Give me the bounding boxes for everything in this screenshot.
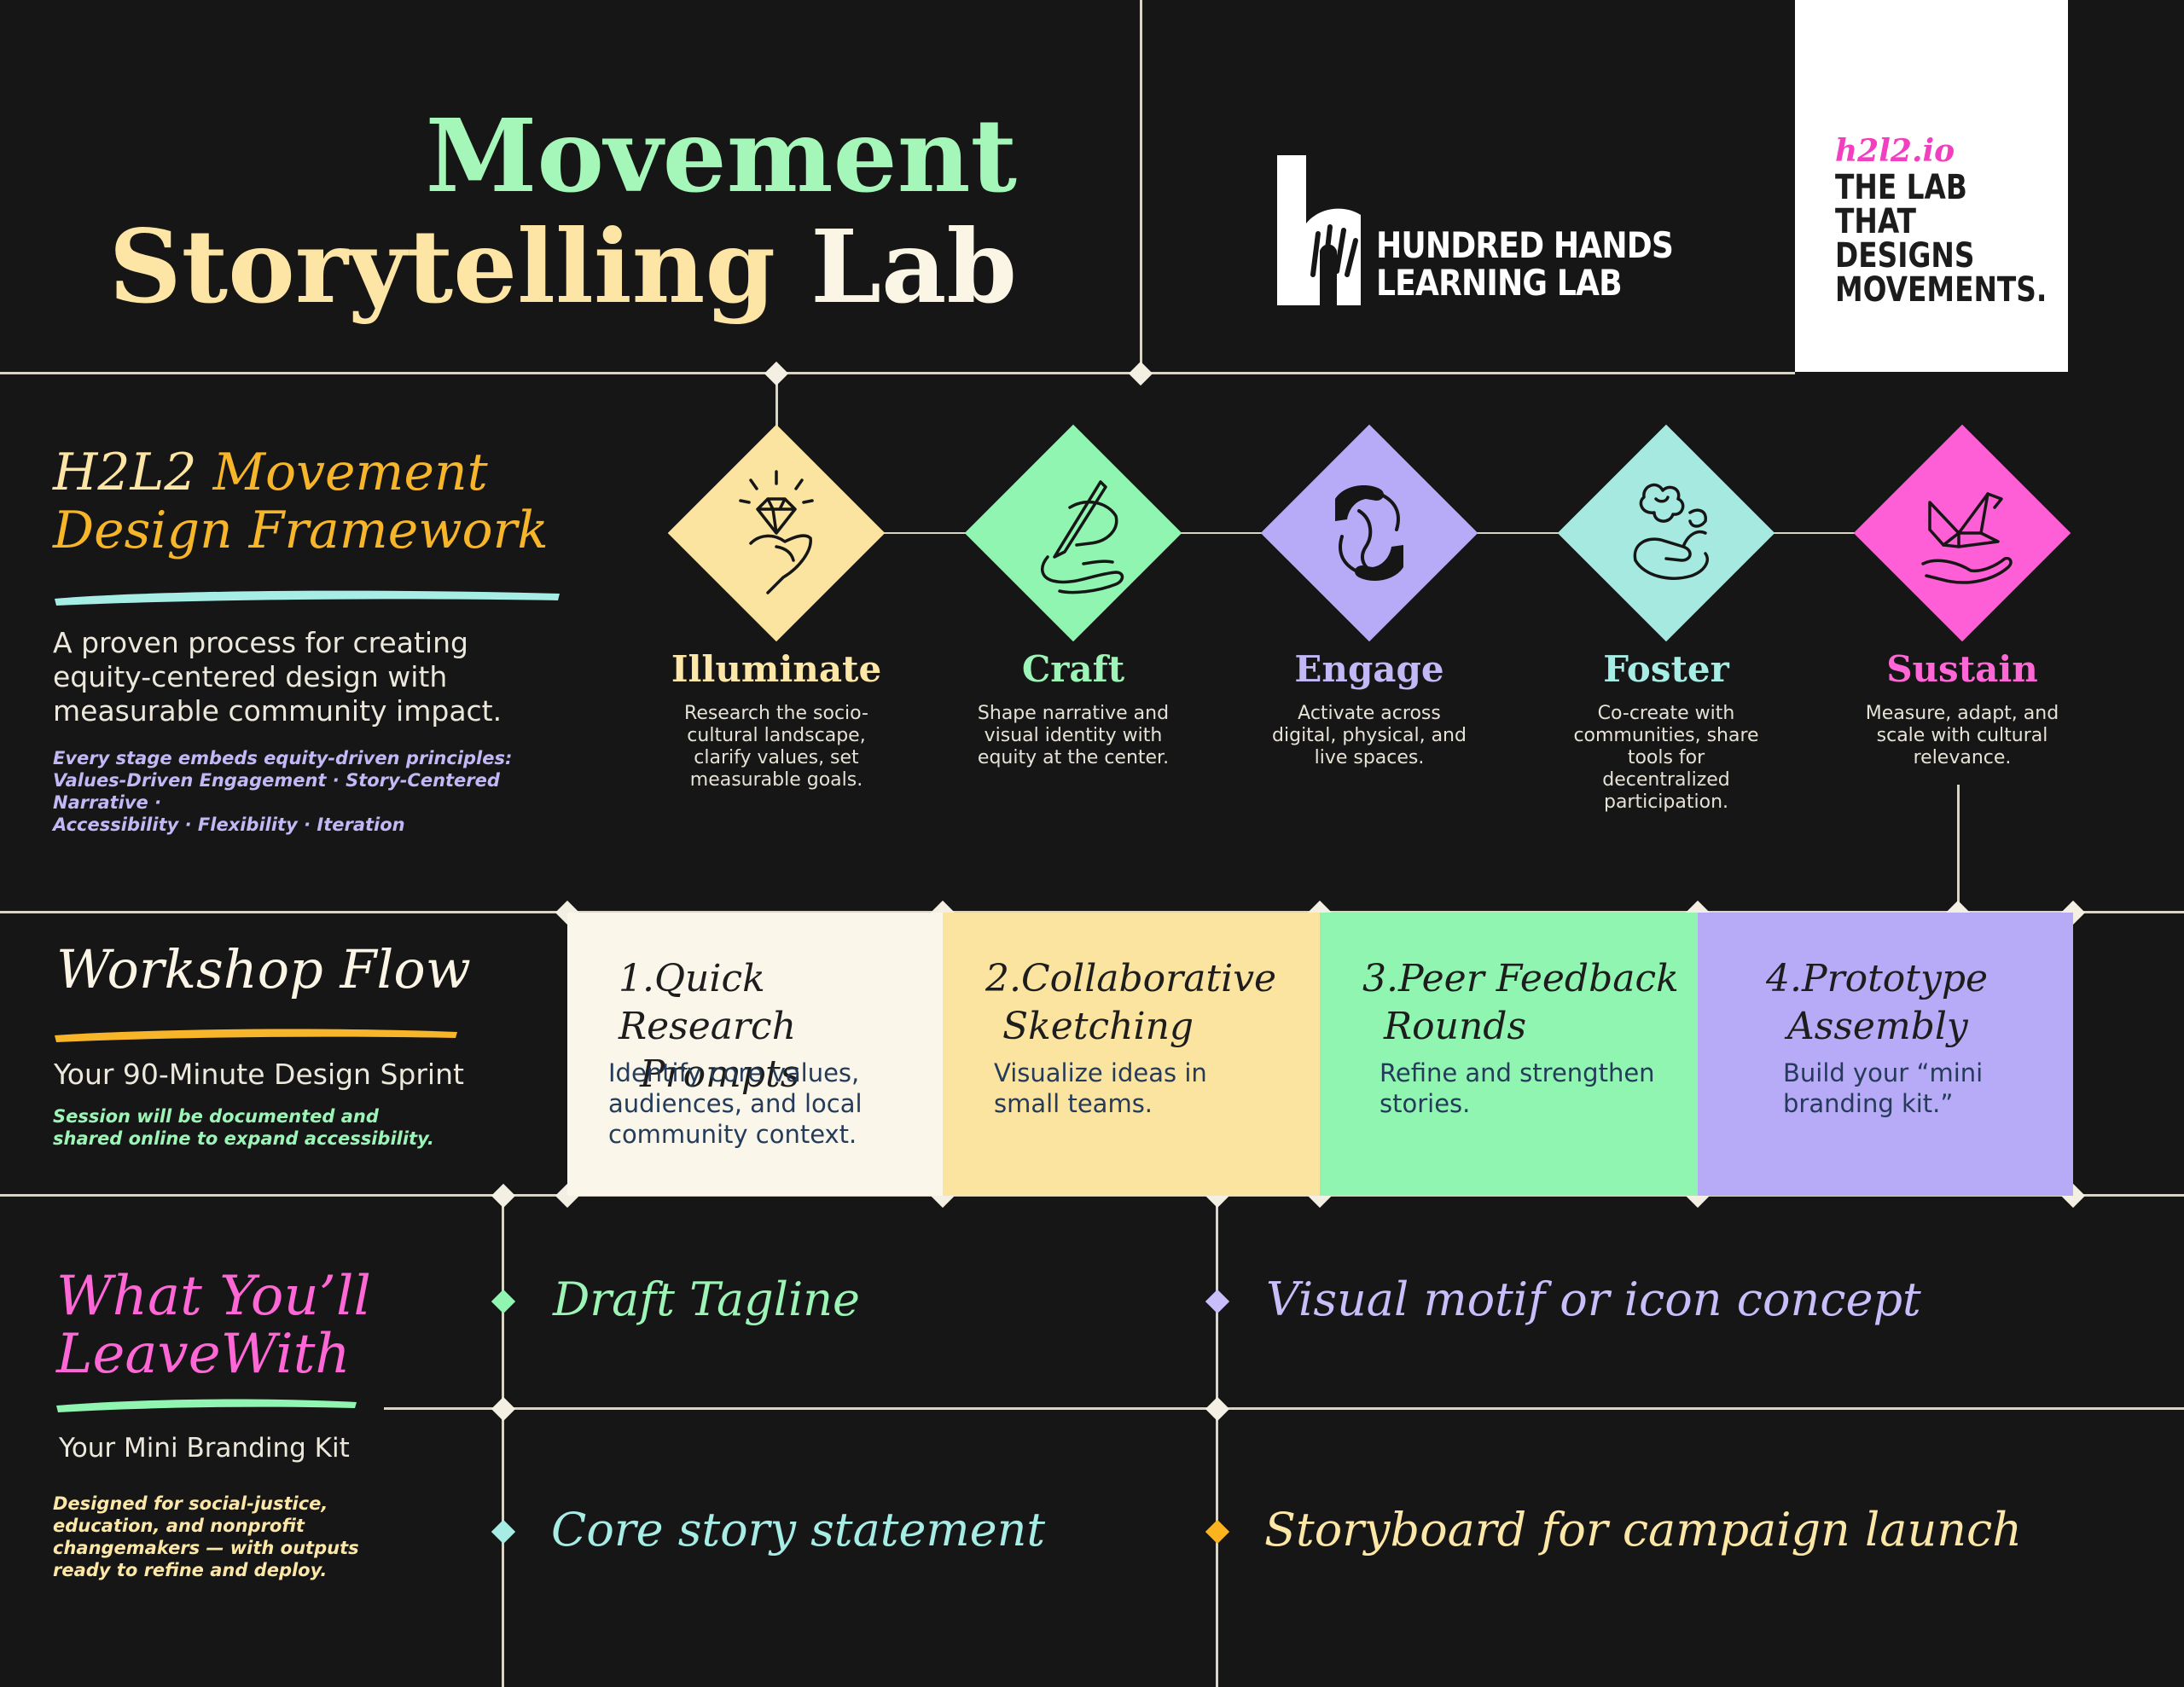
- step-description: Refine and strengthen stories.: [1380, 1058, 1655, 1118]
- workshop-subheading: Your 90-Minute Design Sprint: [54, 1058, 464, 1091]
- stage-title: Craft: [1021, 648, 1125, 690]
- stage-description: Shape narrative and visual identity with…: [977, 703, 1170, 768]
- outcomes-heading-line: What You’ll: [56, 1265, 371, 1328]
- title-line-2: Storytelling Lab: [51, 212, 1017, 322]
- workshop-step-card: 2.Collaborative Sketching Visualize idea…: [943, 913, 1320, 1196]
- origami-bird-hand-icon: [1921, 492, 2013, 584]
- hand-writing-icon: [1041, 480, 1124, 594]
- junction-dot: [764, 361, 789, 386]
- org-logo-line-2: LEARNING LAB: [1376, 262, 1623, 304]
- diamond-bullet-icon: [1205, 1519, 1230, 1545]
- framework-heading-line-2: Design Framework: [53, 501, 549, 560]
- title-line-1: Movement: [425, 96, 1017, 215]
- promo-tagline-line: DESIGNS: [1835, 236, 1975, 275]
- framework-description: A proven process for creating equity-cen…: [53, 626, 502, 728]
- diamond-bullet-icon: [491, 1519, 516, 1545]
- outcome-label: Storyboard for campaign launch: [1264, 1503, 2023, 1557]
- promo-box: h2l2.io THE LAB THAT DESIGNS MOVEMENTS.: [1795, 0, 2068, 372]
- step-title-line: 3.Peer Feedback: [1362, 957, 1679, 1000]
- outcome-label: Core story statement: [551, 1503, 1046, 1557]
- promo-url[interactable]: h2l2.io: [1835, 133, 1955, 169]
- framework-note: Every stage embeds equity-driven princip…: [53, 747, 582, 836]
- framework-heading: H2L2 Movement Design Framework: [53, 443, 599, 559]
- diamond-in-hand-icon: [739, 470, 814, 594]
- divider: [1216, 1196, 1218, 1687]
- divider: [1140, 0, 1142, 374]
- workshop-step-card: 4.Prototype Assembly Build your “mini br…: [1698, 913, 2073, 1196]
- page-title: Movement Storytelling Lab: [51, 101, 1017, 322]
- stage-title: Sustain: [1886, 648, 2038, 690]
- step-title-line: Prompts: [640, 1052, 800, 1096]
- step-description: Build your “mini branding kit.”: [1783, 1058, 1984, 1118]
- promo-tagline: THE LAB THAT DESIGNS MOVEMENTS.: [1835, 171, 2047, 307]
- hand-h-logo-icon: [1277, 155, 1361, 305]
- hand-with-plant-icon: [1633, 483, 1710, 580]
- divider: [502, 1196, 504, 1687]
- junction-dot: [491, 1183, 516, 1209]
- divider: [384, 1407, 2184, 1410]
- step-description: Identify core values, audiences, and loc…: [608, 1058, 863, 1149]
- step-title-line: 1.Quick Research: [619, 957, 797, 1048]
- framework-note-line: Every stage embeds equity-driven princip…: [53, 748, 513, 768]
- framework-heading-h2l2: H2L2: [53, 443, 197, 502]
- workshop-step-card: 3.Peer Feedback Rounds Refine and streng…: [1320, 913, 1698, 1196]
- promo-tagline-line: THE LAB: [1835, 168, 1967, 207]
- brush-underline: [55, 1029, 457, 1042]
- junction-dot: [1128, 361, 1153, 386]
- outcomes-heading-line: LeaveWith: [56, 1323, 351, 1386]
- diamond-bullet-icon: [1205, 1289, 1230, 1314]
- promo-tagline-line: MOVEMENTS.: [1835, 270, 2048, 310]
- stage-title: Engage: [1294, 648, 1444, 690]
- connected-hands-icon: [1335, 485, 1403, 581]
- step-title: 3.Peer Feedback Rounds: [1345, 955, 1687, 1051]
- step-title-line: Sketching: [1002, 1005, 1194, 1048]
- stage-description: Measure, adapt, and scale with cultural …: [1865, 703, 2059, 768]
- outcome-label: Visual motif or icon concept: [1266, 1272, 1921, 1326]
- stage-description: Activate across digital, physical, and l…: [1272, 703, 1467, 768]
- promo-tagline-line: THAT: [1835, 202, 1917, 241]
- outcome-label: Draft Tagline: [553, 1272, 861, 1326]
- divider: [0, 911, 2184, 913]
- stage-title: Illuminate: [671, 648, 882, 690]
- stage-description: Co-create with communities, share tools …: [1573, 703, 1759, 813]
- junction-dot: [491, 1396, 516, 1422]
- org-logo-line-1: HUNDRED HANDS: [1376, 224, 1674, 266]
- framework-note-line: Values-Driven Engagement · Story-Centere…: [53, 770, 500, 813]
- outcomes-heading: What You’ll LeaveWith: [56, 1267, 371, 1383]
- divider: [1957, 785, 1960, 913]
- framework-note-line: Accessibility · Flexibility · Iteration: [53, 815, 405, 835]
- step-title-line: 4.Prototype: [1766, 957, 1989, 1000]
- step-title-line: Rounds: [1384, 1005, 1527, 1048]
- workshop-note: Session will be documented and shared on…: [53, 1106, 434, 1149]
- step-title: 2.Collaborative Sketching: [968, 955, 1310, 1051]
- stage-description: Research the socio-cultural landscape, c…: [684, 703, 868, 791]
- diamond-bullet-icon: [491, 1289, 516, 1314]
- step-title: 4.Prototype Assembly: [1723, 955, 2065, 1051]
- outcomes-note: Designed for social-justice, education, …: [53, 1493, 359, 1580]
- title-word-storytelling: Storytelling: [108, 207, 775, 326]
- junction-dot: [1205, 1396, 1230, 1422]
- framework-heading-movement: Movement: [212, 443, 488, 502]
- framework-heading-line-1: H2L2 Movement: [53, 443, 599, 501]
- title-word-lab: Lab: [810, 207, 1017, 326]
- step-title: 1.Quick Research Prompts: [593, 955, 934, 1099]
- brush-underline: [55, 590, 560, 606]
- brush-underline: [56, 1399, 357, 1412]
- step-title-line: 2.Collaborative: [985, 957, 1277, 1000]
- stage-title: Foster: [1603, 648, 1729, 690]
- org-logo: HUNDRED HANDS LEARNING LAB: [1277, 155, 1678, 309]
- workshop-step-card: 1.Quick Research Prompts Identify core v…: [567, 913, 943, 1196]
- outcomes-subheading: Your Mini Branding Kit: [59, 1433, 350, 1464]
- workshop-heading: Workshop Flow: [56, 938, 471, 1000]
- step-title-line: Assembly: [1787, 1005, 1968, 1048]
- step-description: Visualize ideas in small teams.: [994, 1058, 1207, 1118]
- divider: [0, 372, 1795, 374]
